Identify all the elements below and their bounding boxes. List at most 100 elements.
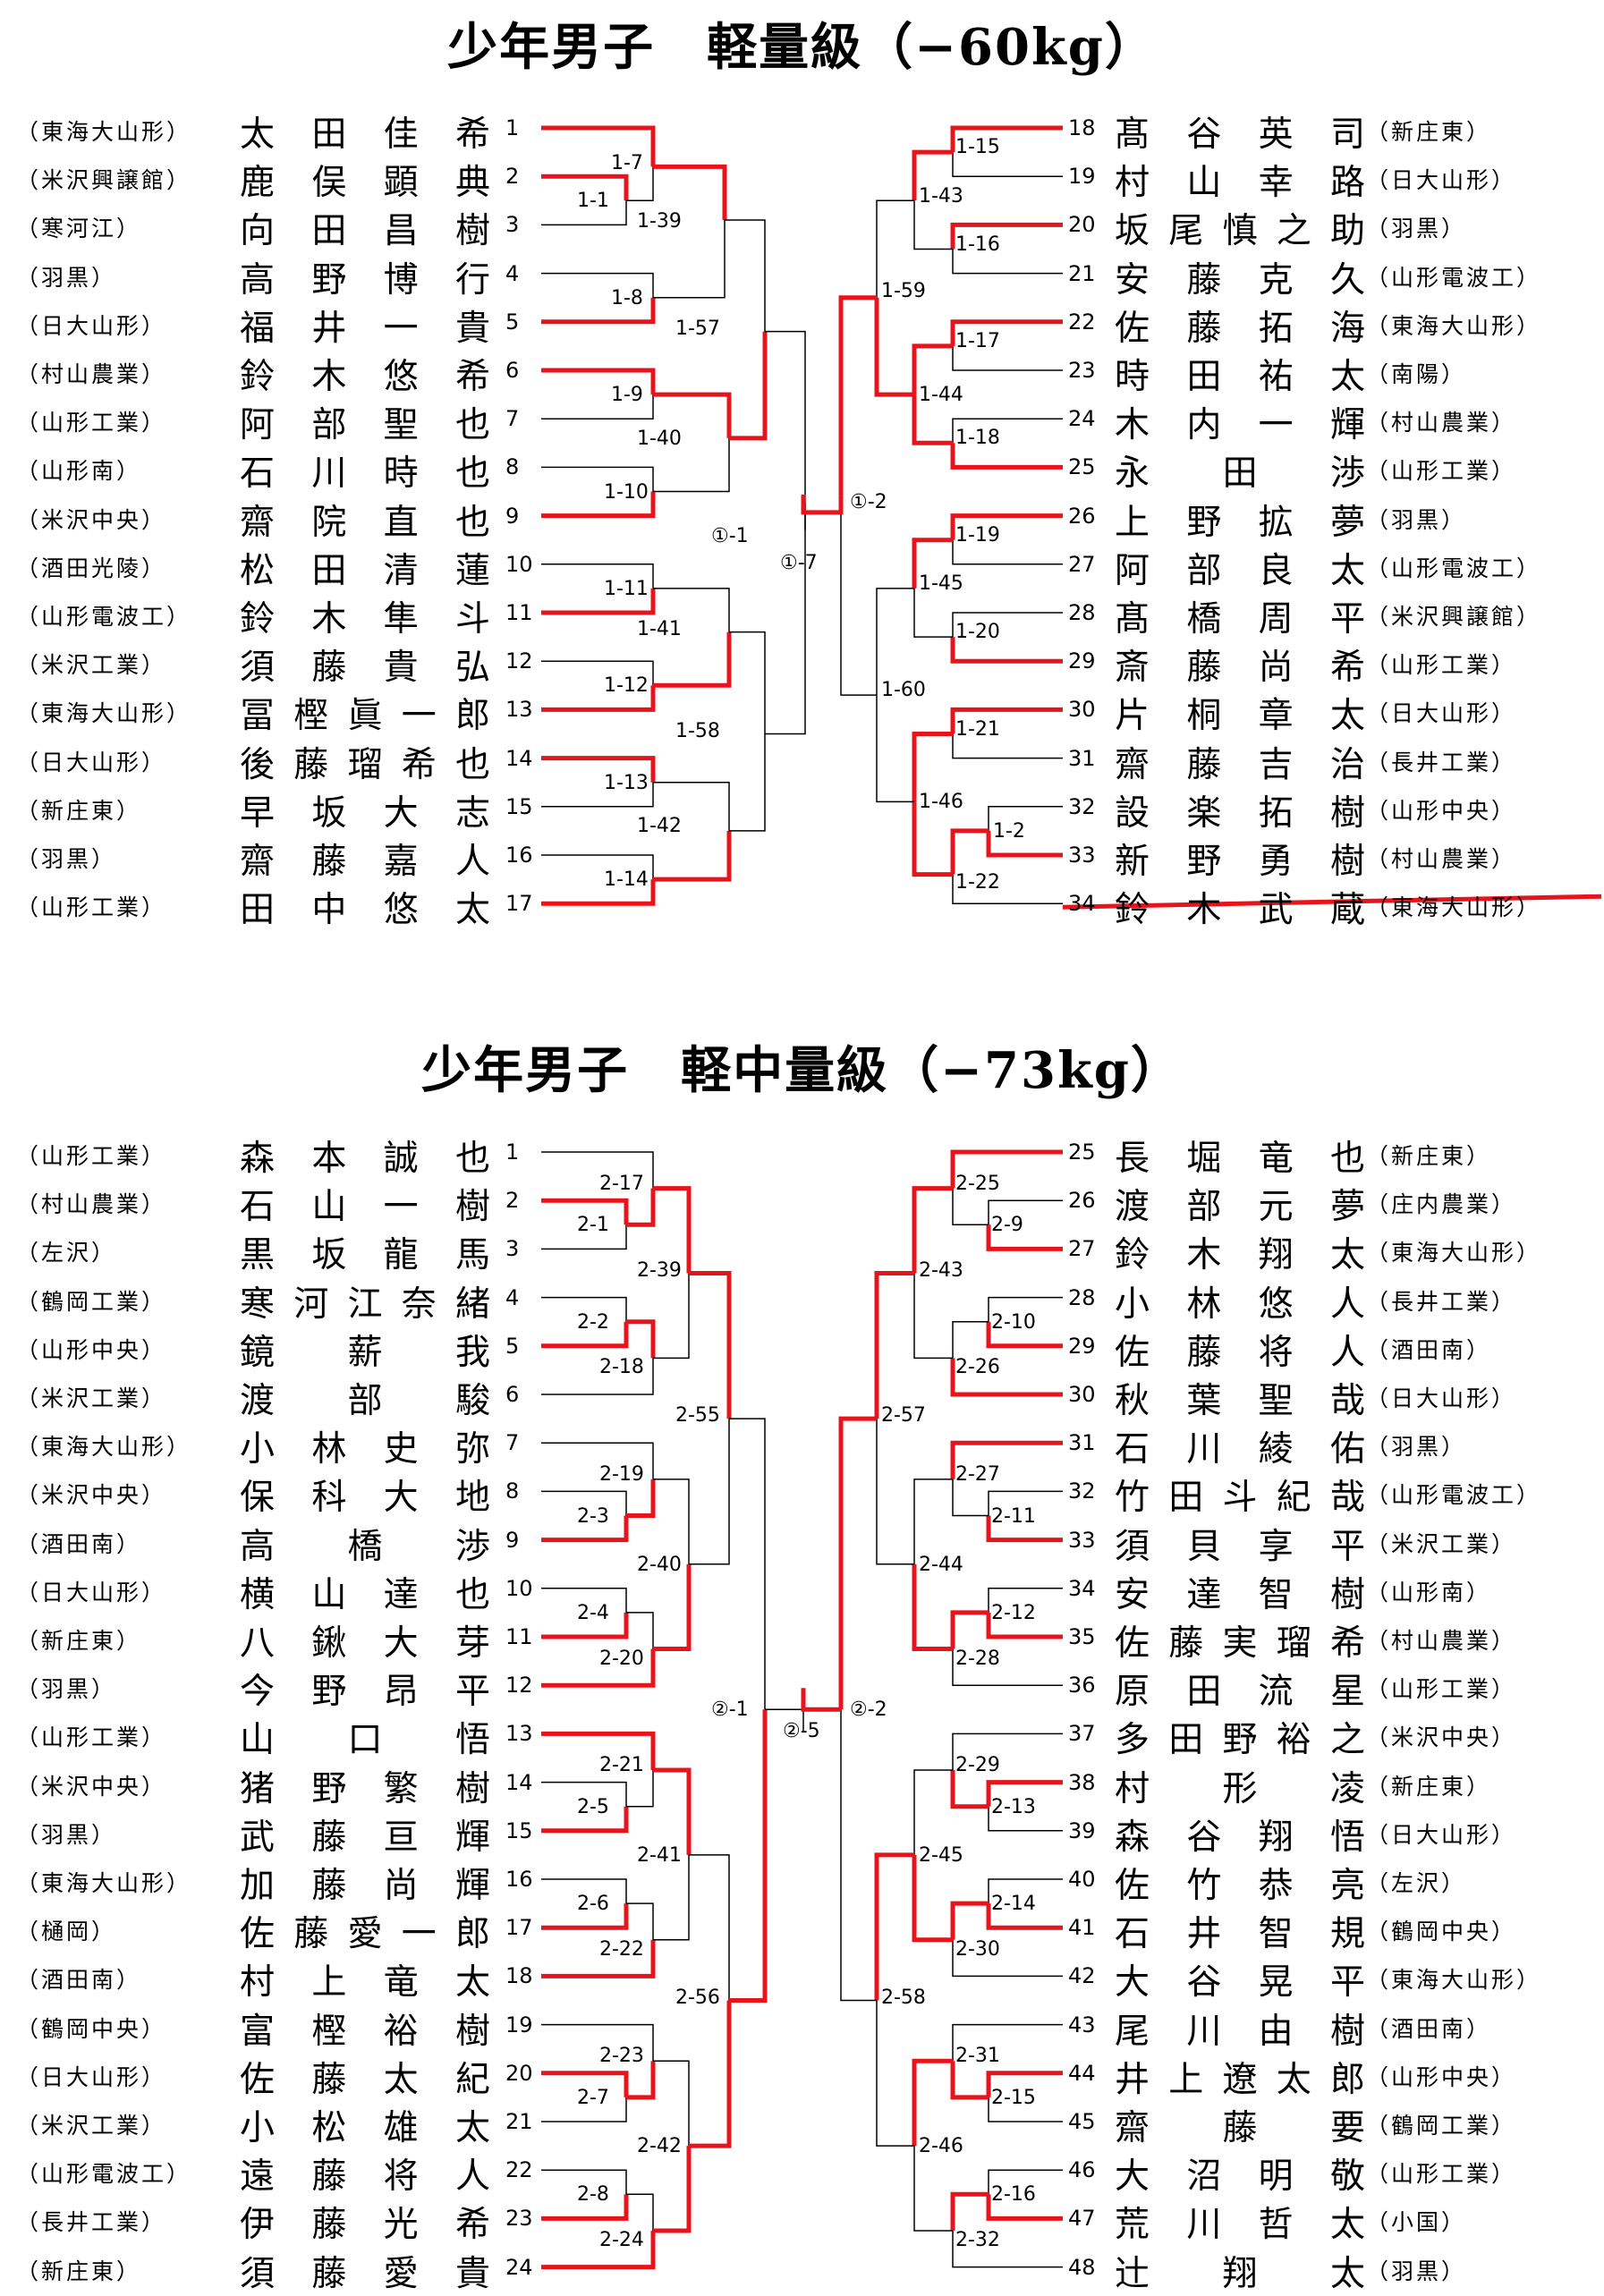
player-name-char: 克 [1258, 259, 1294, 301]
player-name-char: 路 [1329, 163, 1365, 204]
player-number: 20 [1068, 212, 1096, 238]
player-name-char: 光 [383, 2205, 419, 2246]
bracket-line [541, 2023, 654, 2062]
player-name-char: 藤 [311, 1817, 347, 1858]
match-label: 2-55 [675, 1404, 720, 1428]
player-school: （南陽） [1366, 361, 1467, 387]
player-name-char: 聖 [1258, 1381, 1294, 1421]
player-name-char: 口 [347, 1720, 383, 1761]
match-label: 2-9 [991, 1214, 1023, 1237]
player-name-char: 哲 [1258, 2205, 1294, 2246]
player-name-char: 福 [240, 308, 276, 349]
player-name: 鈴木隼斗 [240, 591, 490, 641]
player-name: 八鍬大芽 [240, 1615, 490, 1665]
match-label: 2-21 [599, 1754, 644, 1777]
match-label: 1-14 [604, 868, 649, 892]
player-name: 長堀竜也 [1115, 1131, 1365, 1181]
player-name-char: 田 [1186, 357, 1222, 397]
player-name: 佐竹恭亮 [1115, 1858, 1365, 1908]
match-label: 2-1 [577, 1214, 609, 1237]
player-name-char: 太 [383, 2059, 419, 2100]
player-name-char: 流 [1258, 1672, 1294, 1713]
player-name-char: 形 [1222, 1768, 1258, 1809]
match-label: 2-2 [577, 1310, 609, 1334]
player-name-char: 川 [311, 453, 347, 495]
bracket-line [653, 1854, 690, 1941]
player-number: 25 [1068, 454, 1096, 480]
player-school: （鶴岡工業） [1366, 2113, 1517, 2139]
bracket-line [689, 2000, 732, 2148]
player-name: 齋藤吉治 [1115, 737, 1365, 787]
player-name: 竹田斗紀哉 [1115, 1470, 1365, 1520]
match-label: 1-22 [955, 870, 1000, 894]
player-school: （山形電波工） [1366, 555, 1542, 581]
match-label: 1-1 [577, 190, 609, 213]
match-label: 1-10 [604, 480, 649, 504]
player-name-char: 加 [240, 1866, 276, 1906]
player-name: 安達智樹 [1115, 1567, 1365, 1617]
player-number: 32 [1068, 1478, 1096, 1504]
bracket-line [541, 588, 656, 615]
bracket-line [541, 1224, 627, 1250]
player-name: 大沼明敬 [1115, 2148, 1365, 2199]
player-name-char: 智 [1258, 1574, 1294, 1615]
player-name-char: 科 [311, 1478, 347, 1519]
section-title-light-middleweight: 少年男子 軽中量級（−73kg） [421, 1041, 1183, 1100]
bracket-line [653, 437, 730, 493]
player-name-char: 希 [401, 744, 437, 785]
bracket-line [541, 854, 654, 880]
bracket-line [986, 1903, 1063, 1930]
bracket-line [541, 2071, 629, 2097]
player-school: （羽黒） [16, 1676, 117, 1703]
player-name: 設楽拓樹 [1115, 785, 1365, 835]
bracket-line [541, 200, 627, 226]
player-school: （村山農業） [16, 361, 167, 387]
player-name-char: 片 [1115, 696, 1150, 737]
player-name-char: 河 [293, 1284, 329, 1325]
bracket-line [952, 1188, 989, 1226]
bracket-line [913, 1769, 953, 1855]
player-name-char: 平 [1329, 599, 1365, 640]
player-name: 木内一輝 [1115, 397, 1365, 447]
match-label: 2-13 [991, 1795, 1036, 1818]
player-school: （山形電波工） [1366, 1482, 1542, 1509]
player-name-char: 太 [1329, 696, 1365, 737]
player-name-char: 典 [454, 163, 490, 204]
player-name-char: 井 [1186, 1914, 1222, 1955]
match-label: 1-58 [675, 719, 720, 742]
player-name-char: 太 [1329, 1235, 1365, 1276]
match-label: 1-9 [611, 384, 643, 407]
player-number: 18 [505, 1963, 533, 1989]
match-label: 2-42 [637, 2135, 682, 2158]
player-name-char: 郎 [454, 696, 490, 737]
player-name-char: 之 [1329, 1720, 1365, 1761]
player-number: 21 [1068, 260, 1096, 286]
bracket-line [626, 2193, 654, 2231]
player-name-char: 原 [1115, 1672, 1150, 1713]
player-name-char: 希 [1329, 1623, 1365, 1664]
player-number: 4 [505, 260, 520, 286]
player-school: （村山農業） [1366, 1628, 1517, 1654]
bracket-line [541, 1878, 627, 1904]
player-name-char: 樹 [454, 1768, 490, 1809]
match-label: 2-32 [955, 2228, 1000, 2251]
player-name: 森本誠也 [240, 1131, 490, 1181]
player-name-char: 元 [1258, 1187, 1294, 1228]
player-school: （山形工業） [16, 894, 167, 921]
player-number: 23 [1068, 358, 1096, 383]
bracket-line [986, 1224, 1063, 1251]
bracket-line [541, 782, 654, 808]
bracket-line [541, 491, 656, 519]
player-name-char: 愛 [347, 1914, 383, 1955]
bracket-line [541, 1198, 629, 1225]
player-name-char: 野 [311, 1768, 347, 1809]
player-name: 猪野繁樹 [240, 1761, 490, 1811]
player-name-char: 佐 [1115, 1623, 1150, 1664]
player-name-char: 部 [311, 405, 347, 446]
player-name-char: 齋 [1115, 2108, 1150, 2148]
bracket-line [952, 249, 1063, 275]
match-label: 2-17 [599, 1172, 644, 1195]
player-name: 佐藤太紀 [240, 2052, 490, 2102]
bracket-line [913, 1273, 953, 1360]
player-name-char: 冨 [240, 696, 276, 737]
